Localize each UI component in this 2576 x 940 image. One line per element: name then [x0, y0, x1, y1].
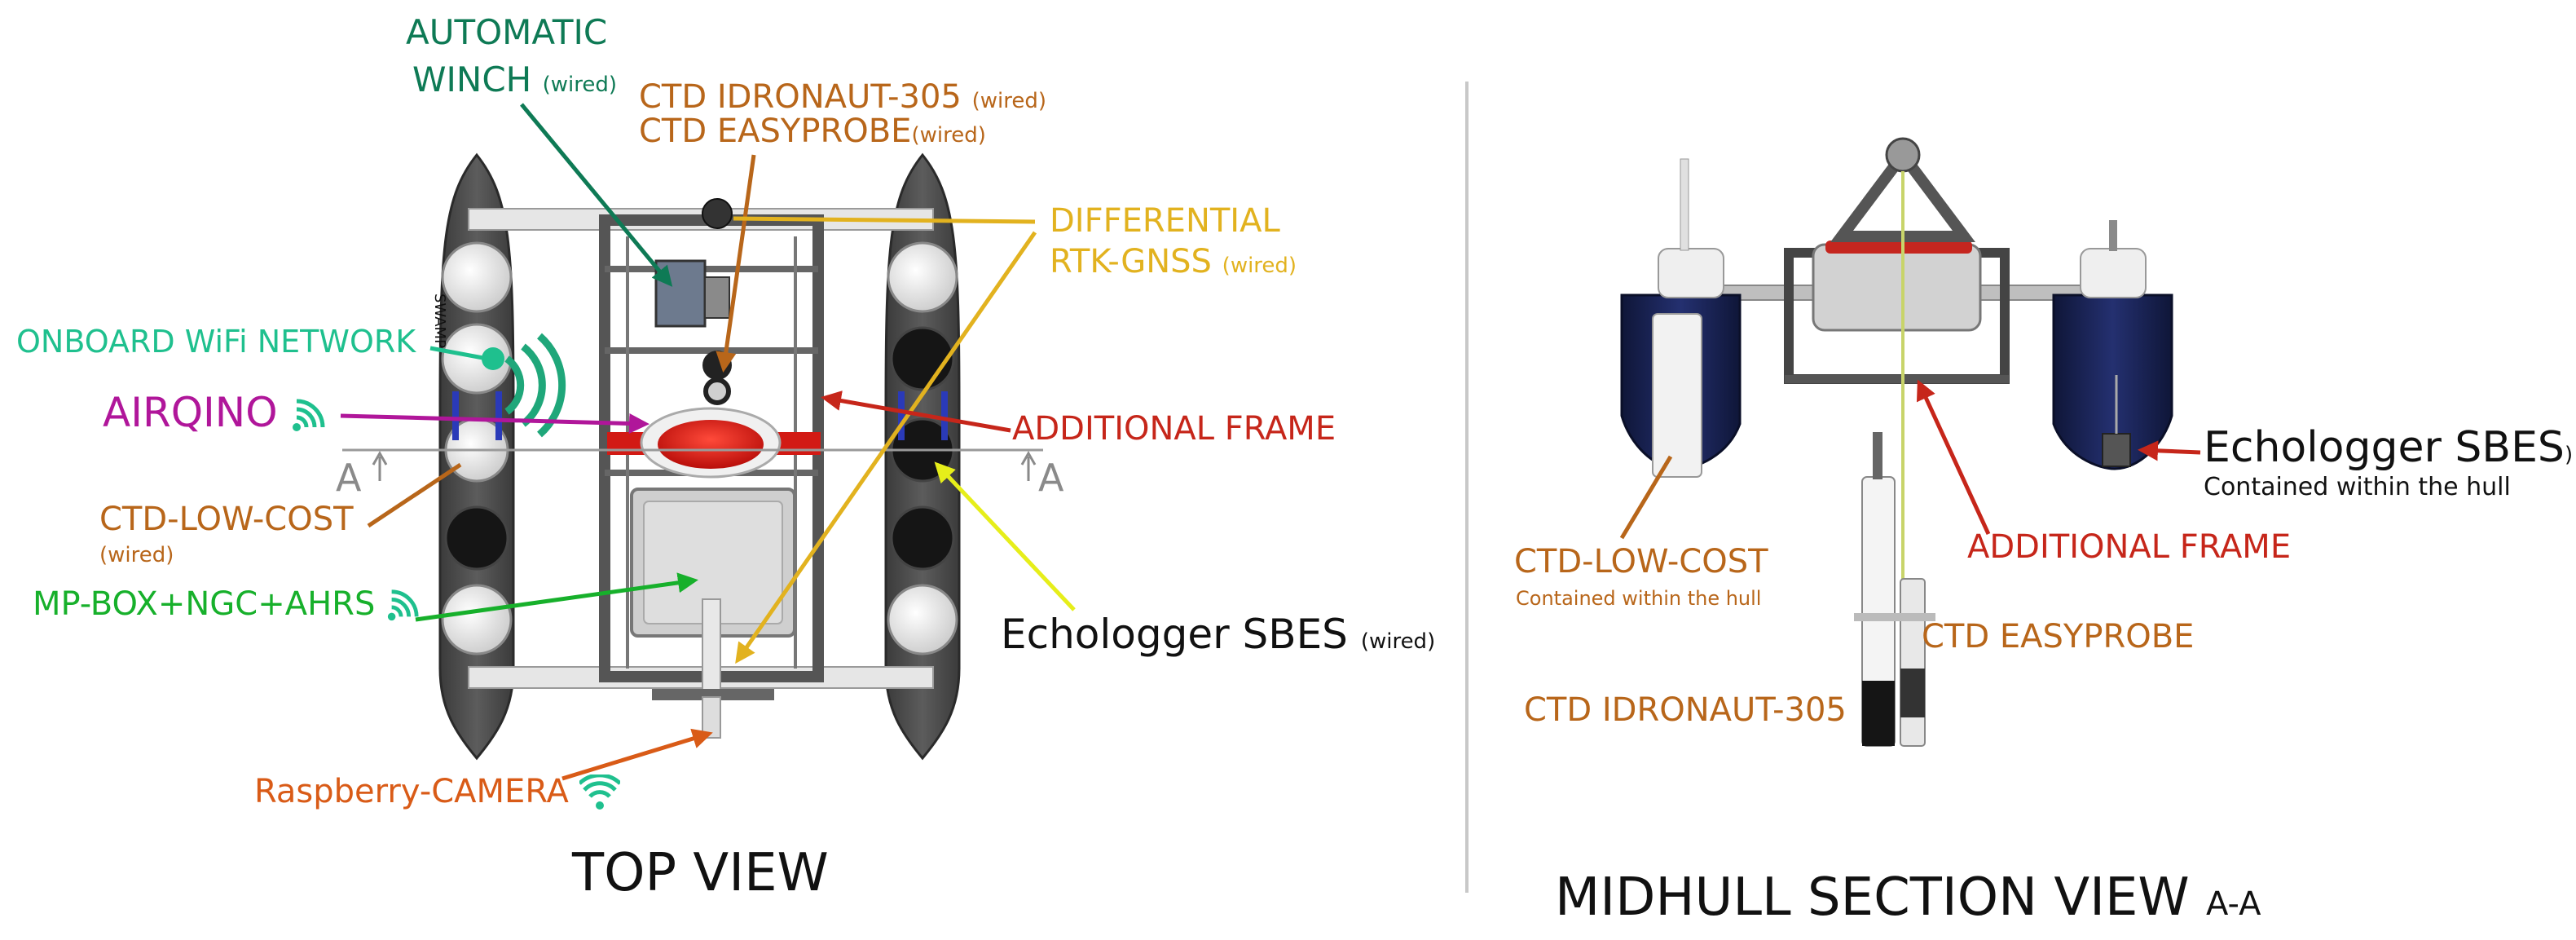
label-ctd-low-cost-note: (wired) — [99, 543, 174, 567]
section-view-arrows — [1619, 379, 2201, 540]
label-winch-line2: WINCH — [412, 60, 532, 99]
arrow-sec-frame — [1916, 379, 1991, 536]
top-view-vehicle — [342, 152, 1043, 761]
label-echologger-text: Echologger SBES — [1001, 611, 1348, 658]
arrow-sec-ctd-low-cost — [1619, 455, 1673, 540]
label-camera: Raspberry-CAMERA — [254, 773, 622, 812]
label-sec-echologger-text: Echologger SBES — [2204, 423, 2565, 472]
label-ctd-idronaut-text: CTD IDRONAUT-305 — [639, 78, 962, 116]
section-right-hull — [2052, 293, 2173, 470]
label-sec-echologger-paren: ) — [2564, 443, 2574, 467]
section-view-title: MIDHULL SECTION VIEW A-A — [1555, 870, 2261, 925]
label-wifi-network: ONBOARD WiFi NETWORK — [16, 324, 416, 360]
section-view-title-suffix: A-A — [2206, 885, 2261, 923]
gnss-antenna — [702, 198, 733, 229]
label-ctd-idronaut-note: (wired) — [971, 89, 1046, 113]
label-echologger: Echologger SBES (wired) — [1001, 613, 1435, 656]
label-mp-box-text: MP-BOX+NGC+AHRS — [33, 585, 376, 623]
label-section-a-right: A — [1038, 456, 1064, 500]
label-sec-ctd-easyprobe: CTD EASYPROBE — [1922, 618, 2195, 655]
arrow-mp-box — [415, 572, 698, 622]
label-winch: WINCH (wired) — [412, 60, 618, 99]
label-winch-line1: AUTOMATIC — [406, 12, 608, 52]
wifi-icon-mpbox — [387, 589, 419, 621]
label-sec-ctd-low-cost-note: Contained within the hull — [1516, 587, 1762, 610]
section-ctd-easyprobe — [1900, 578, 1926, 747]
arrow-ctd-low-cost — [367, 462, 462, 528]
label-ctd-easyprobe-text: CTD EASYPROBE — [639, 113, 912, 150]
label-ctd-low-cost: CTD-LOW-COST — [99, 501, 354, 538]
label-echologger-note: (wired) — [1360, 629, 1436, 654]
label-camera-text: Raspberry-CAMERA — [254, 773, 569, 810]
label-airqino-text: AIRQINO — [103, 389, 278, 436]
label-ctd-easyprobe-note: (wired) — [911, 123, 986, 148]
section-case — [1812, 243, 1982, 332]
section-echologger — [2102, 433, 2131, 467]
arrow-gnss-bottom — [735, 231, 1037, 664]
label-ctd-easyprobe: CTD EASYPROBE(wired) — [639, 114, 986, 148]
label-mp-box: MP-BOX+NGC+AHRS — [33, 587, 420, 623]
label-sec-echologger: Echologger SBES) — [2204, 426, 2573, 470]
label-sec-ctd-low-cost: CTD-LOW-COST — [1514, 543, 1768, 580]
label-gnss: RTK-GNSS (wired) — [1050, 245, 1297, 279]
label-airqino: AIRQINO — [103, 391, 326, 435]
label-sec-ctd-idronaut: CTD IDRONAUT-305 — [1524, 691, 1847, 729]
label-sec-echologger-note: Contained within the hull — [2204, 473, 2511, 501]
label-section-a-left: A — [336, 456, 362, 500]
label-gnss-note: (wired) — [1222, 254, 1297, 278]
arrow-gnss-top — [733, 216, 1036, 224]
arrow-sec-echologger — [2138, 440, 2201, 461]
top-view-arrows — [340, 103, 1076, 781]
hull-lettering-left: SWAMP — [431, 293, 448, 348]
top-view-title: TOP VIEW — [572, 843, 829, 903]
section-view-vehicle — [1620, 137, 2173, 747]
winch-body — [654, 259, 707, 328]
wifi-icon-camera — [577, 773, 622, 810]
label-sec-additional-frame: ADDITIONAL FRAME — [1967, 528, 2292, 566]
wifi-waves-onboard — [504, 333, 566, 438]
arrow-wifi — [429, 346, 488, 361]
section-ctd-low-cost — [1652, 313, 1702, 478]
label-winch-note: (wired) — [542, 73, 618, 97]
section-view-title-text: MIDHULL SECTION VIEW — [1555, 867, 2190, 928]
label-ctd-idronaut: CTD IDRONAUT-305 (wired) — [639, 80, 1046, 114]
arrow-camera — [561, 728, 713, 781]
arrow-winch — [520, 103, 673, 287]
label-gnss-line2: RTK-GNSS — [1050, 243, 1212, 280]
wifi-icon-airqino — [293, 399, 325, 431]
arrow-additional-frame — [821, 391, 1011, 433]
arrow-airqino — [340, 413, 650, 434]
label-additional-frame: ADDITIONAL FRAME — [1012, 410, 1336, 448]
label-gnss-line1: DIFFERENTIAL — [1050, 202, 1280, 240]
arrow-echologger — [934, 461, 1076, 611]
arrow-ctd-idronaut — [716, 154, 756, 373]
